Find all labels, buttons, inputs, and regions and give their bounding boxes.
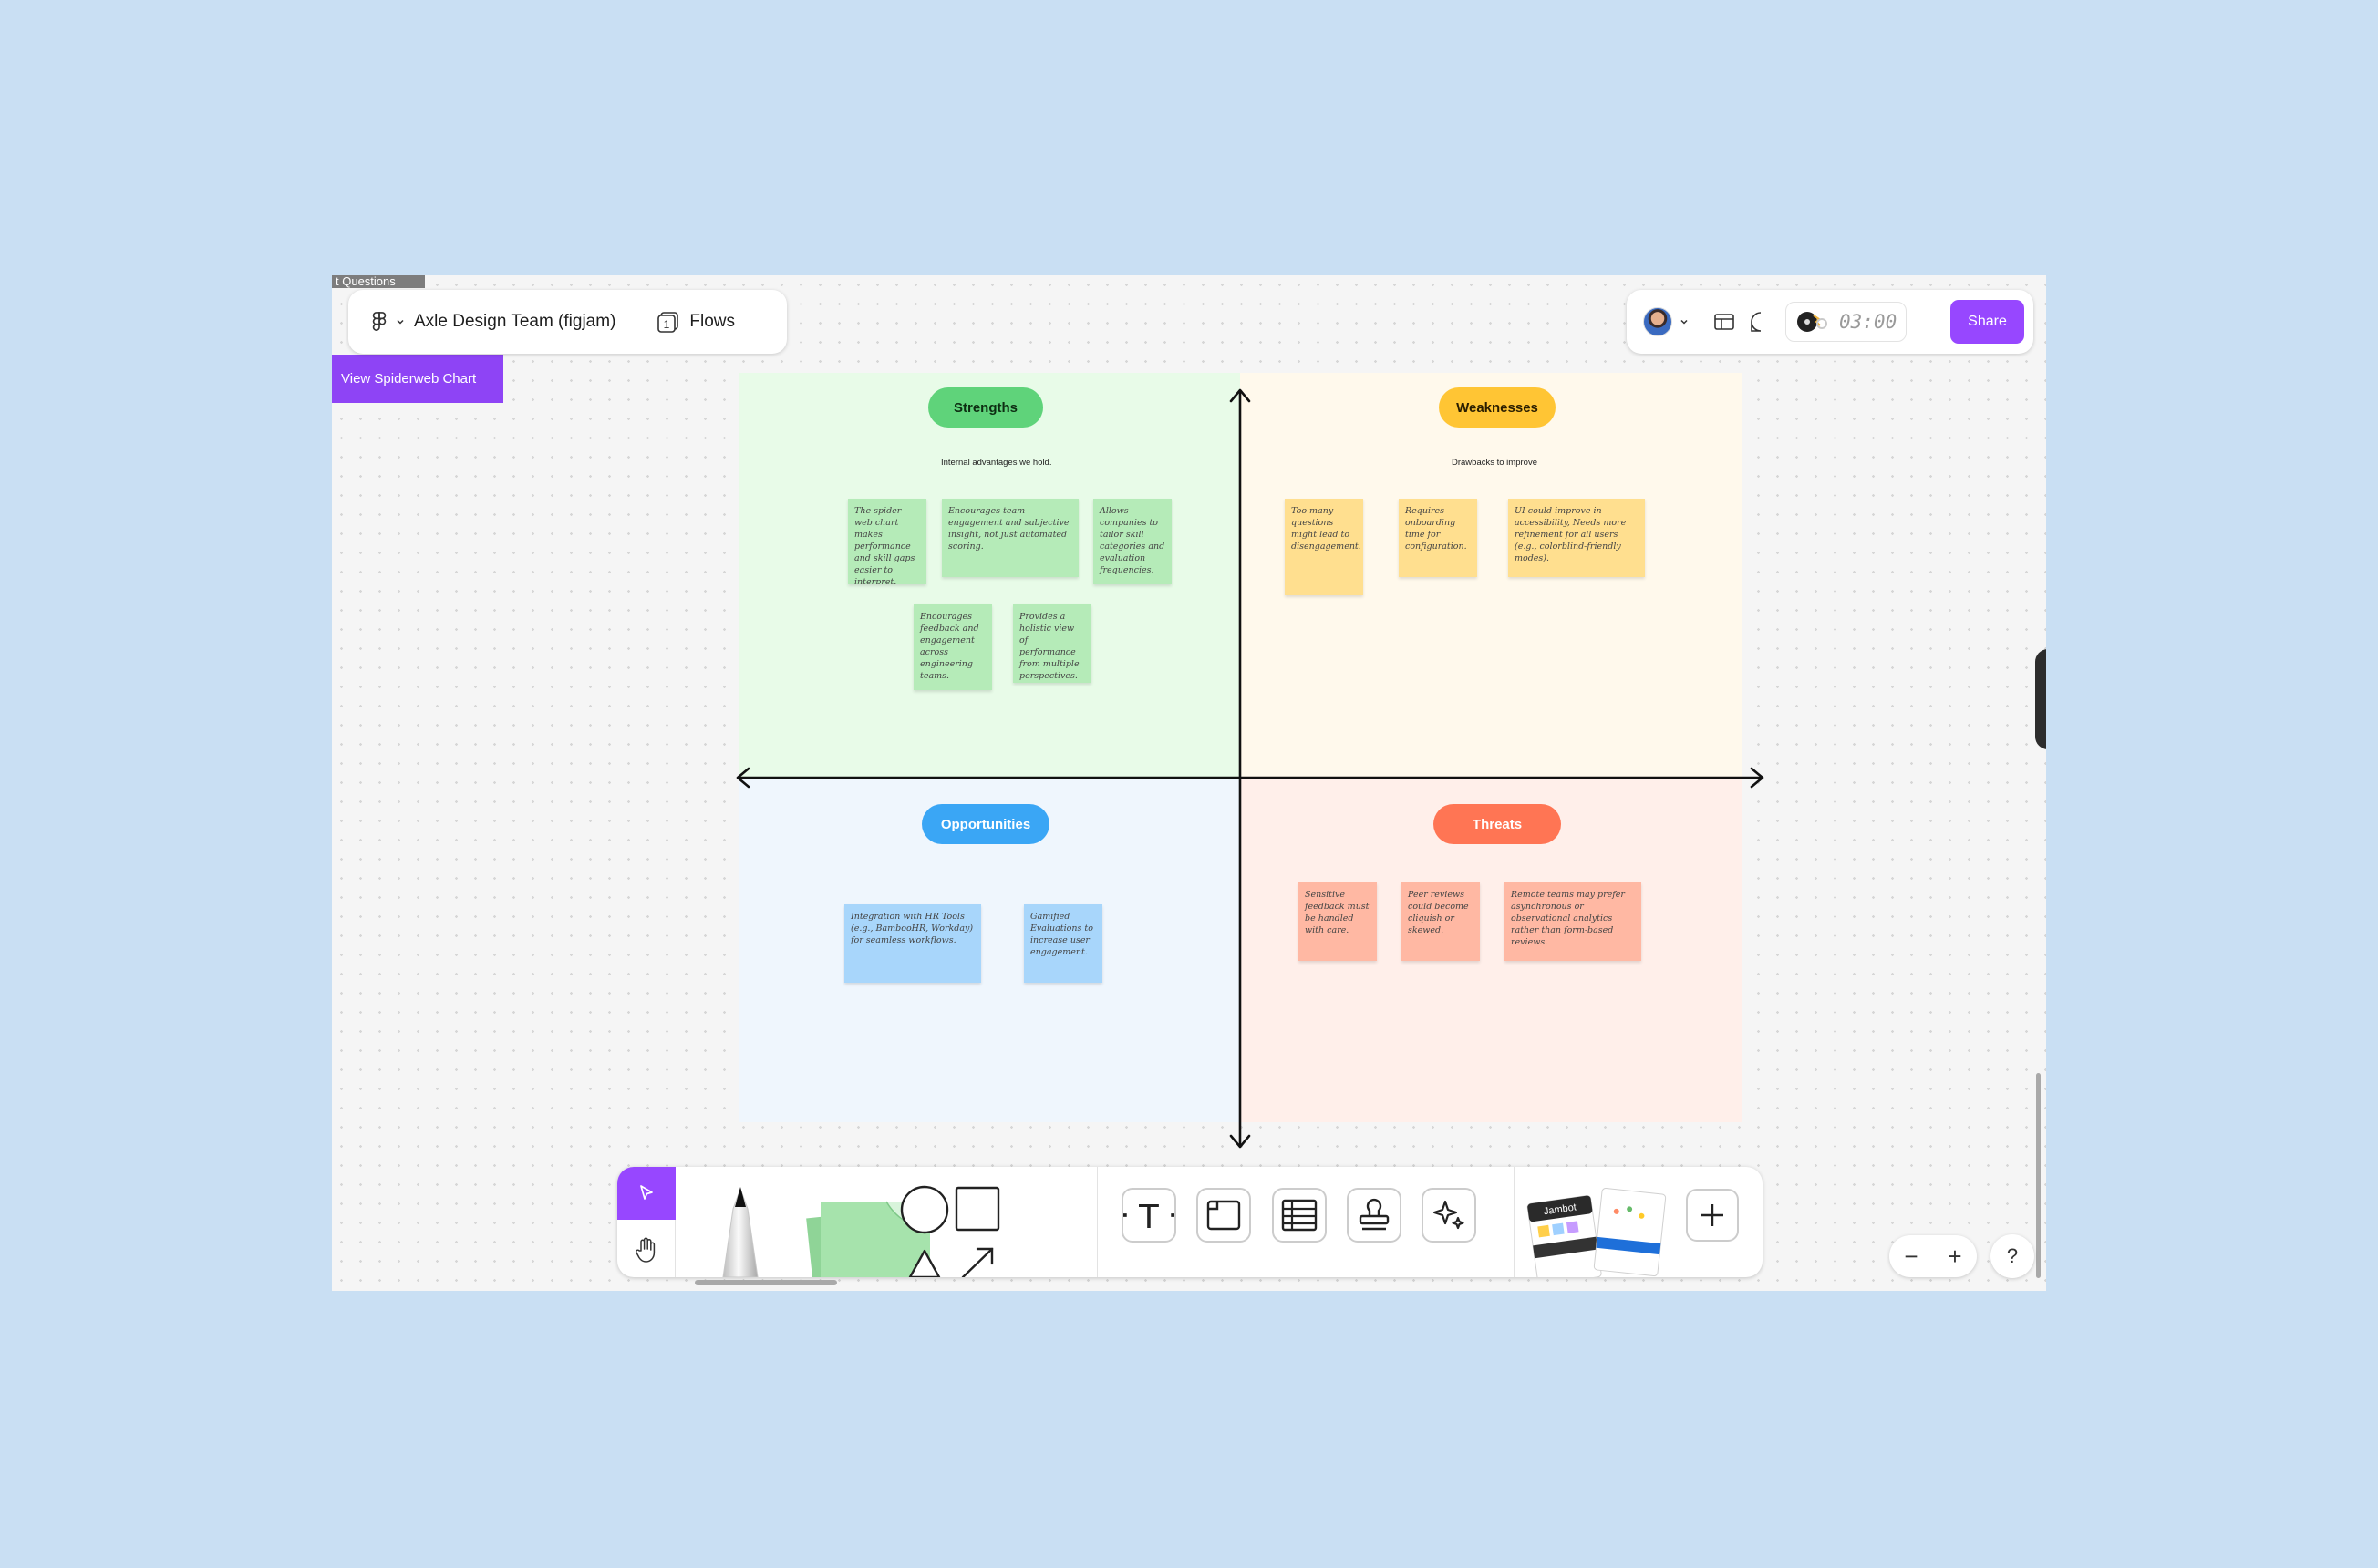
hand-icon <box>635 1236 656 1263</box>
sticky-note[interactable]: The spider web chart makes performance a… <box>848 499 926 584</box>
view-spiderweb-chart-button[interactable]: View Spiderweb Chart <box>332 355 503 403</box>
sticky-note[interactable]: Encourages feedback and engagement acros… <box>914 604 992 690</box>
text-tool-button[interactable]: T <box>1122 1188 1176 1243</box>
marker-pen-icon[interactable] <box>708 1185 772 1277</box>
sticky-note[interactable]: Gamified Evaluations to increase user en… <box>1024 904 1102 983</box>
tool-mode-group <box>617 1167 676 1277</box>
sticky-note[interactable]: Encourages team engagement and subjectiv… <box>942 499 1079 577</box>
plus-icon <box>1701 1204 1723 1226</box>
file-name[interactable]: Axle Design Team (figjam) <box>414 290 637 354</box>
figma-logo-icon <box>372 312 387 331</box>
ai-tool-button[interactable] <box>1422 1188 1476 1243</box>
weaknesses-subtitle: Drawbacks to improve <box>1452 458 1537 468</box>
sticky-note[interactable]: Too many questions might lead to disenga… <box>1285 499 1363 595</box>
avatar <box>1643 307 1672 336</box>
board-canvas[interactable]: Strengths Internal advantages we hold. T… <box>332 275 2046 1291</box>
flows-label: Flows <box>689 312 736 331</box>
sticky-note[interactable]: Peer reviews could become cliquish or sk… <box>1401 882 1480 961</box>
sparkle-icon <box>1432 1200 1464 1230</box>
horizontal-scrollbar[interactable] <box>695 1280 837 1285</box>
music-disc-icon <box>1797 312 1827 332</box>
table-tool-button[interactable] <box>1272 1188 1327 1243</box>
sticky-note[interactable]: Allows companies to tailor skill categor… <box>1093 499 1172 584</box>
strengths-subtitle: Internal advantages we hold. <box>941 458 1052 468</box>
sticky-note[interactable]: Provides a holistic view of performance … <box>1013 604 1091 683</box>
toolbar-divider <box>1097 1167 1098 1277</box>
hand-tool-button[interactable] <box>617 1222 676 1277</box>
timer-value: 03:00 <box>1839 311 1897 333</box>
stamp-tool-button[interactable] <box>1347 1188 1401 1243</box>
select-tool-button[interactable] <box>617 1167 676 1220</box>
zoom-controls: − + <box>1889 1235 1977 1277</box>
widget-card-title: Jambot <box>1543 1202 1577 1217</box>
layout-panel-icon[interactable] <box>1712 310 1736 334</box>
main-menu-button[interactable] <box>348 290 414 354</box>
chevron-down-icon <box>1680 319 1688 325</box>
text-icon: T <box>1123 1199 1174 1235</box>
threats-label[interactable]: Threats <box>1433 804 1561 844</box>
more-tools-button[interactable] <box>1686 1189 1739 1242</box>
frame-name-tag[interactable]: t Questions <box>332 275 425 288</box>
flows-count: 1 <box>664 318 670 331</box>
file-header: Axle Design Team (figjam) 1 Flows <box>348 290 787 354</box>
table-icon <box>1281 1199 1318 1232</box>
help-button[interactable]: ? <box>1990 1234 2034 1278</box>
flows-button[interactable]: 1 Flows <box>636 310 735 334</box>
widget-cards-icon[interactable]: Jambot <box>1525 1181 1670 1277</box>
weaknesses-label[interactable]: Weaknesses <box>1439 387 1556 428</box>
collaboration-bar: 03:00 Share <box>1627 290 2033 354</box>
side-panel-handle[interactable] <box>2035 649 2046 749</box>
text-tool-glyph: T <box>1138 1199 1159 1235</box>
sticky-note[interactable]: Remote teams may prefer asynchronous or … <box>1504 882 1641 961</box>
strengths-label[interactable]: Strengths <box>928 387 1043 428</box>
sticky-note[interactable]: Integration with HR Tools (e.g., BambooH… <box>844 904 981 983</box>
sticky-note[interactable]: Sensitive feedback must be handled with … <box>1298 882 1377 961</box>
zoom-out-button[interactable]: − <box>1904 1242 1918 1270</box>
bottom-toolbar: T <box>617 1167 1763 1277</box>
vertical-scrollbar[interactable] <box>2036 1073 2041 1278</box>
share-button[interactable]: Share <box>1950 300 2024 344</box>
user-menu[interactable] <box>1643 307 1689 336</box>
section-tool-button[interactable] <box>1196 1188 1251 1243</box>
toolbar-divider <box>1514 1167 1515 1277</box>
comment-icon[interactable] <box>1749 310 1773 334</box>
stamp-icon <box>1359 1198 1390 1231</box>
opportunities-label[interactable]: Opportunities <box>922 804 1049 844</box>
chevron-down-icon <box>397 319 404 325</box>
cursor-icon <box>640 1185 653 1200</box>
sticky-note[interactable]: UI could improve in accessibility, Needs… <box>1508 499 1645 577</box>
shapes-tool-icon[interactable] <box>895 1185 1005 1277</box>
flows-icon: 1 <box>657 312 679 333</box>
swot-axes <box>736 388 1764 1149</box>
sticky-note[interactable]: Requires onboarding time for configurati… <box>1399 499 1477 577</box>
section-icon <box>1206 1200 1241 1231</box>
zoom-in-button[interactable]: + <box>1948 1242 1962 1270</box>
timer[interactable]: 03:00 <box>1785 302 1908 342</box>
